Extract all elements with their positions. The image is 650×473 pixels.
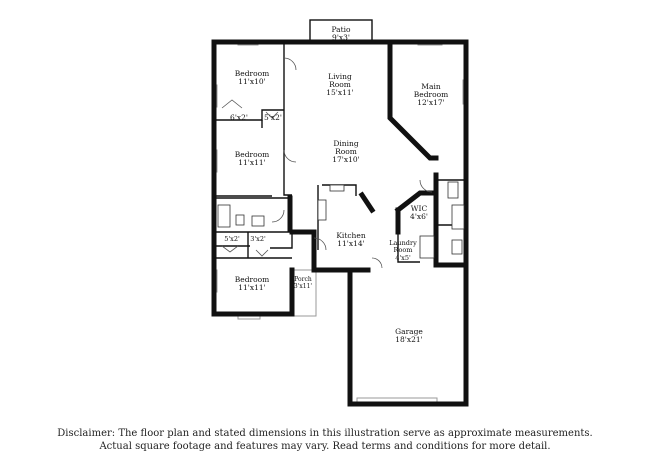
label-laundry-1: Laundry: [389, 239, 417, 247]
dim-wic: 4'x6': [410, 212, 428, 221]
label-dining-1: Dining: [333, 139, 358, 148]
label-garage: Garage: [395, 327, 423, 336]
dim-garage: 18'x21': [395, 335, 422, 344]
label-laundry-2: Room: [394, 246, 413, 254]
label-dining-2: Room: [335, 147, 357, 156]
label-kitchen: Kitchen: [336, 231, 365, 240]
interior-walls: [214, 39, 466, 273]
label-main-1: Main: [421, 82, 441, 91]
label-patio: Patio: [331, 25, 351, 34]
bath-fixtures: [217, 181, 465, 259]
dim-bedroom3: 11'x11': [238, 283, 265, 292]
dim-closet4: 3'x2': [250, 235, 266, 243]
dim-bedroom1: 11'x10': [238, 77, 265, 86]
bath2-tub: [451, 204, 465, 230]
disclaimer-line-1: Disclaimer: The floor plan and stated di…: [57, 428, 593, 439]
kitchen-counters: [317, 184, 357, 250]
label-porch: Porch: [294, 276, 312, 283]
disclaimer-line-2: Actual square footage and features may v…: [99, 441, 551, 452]
room-labels: Patio 9'x3' Living Room 15'x11' Bedroom …: [224, 25, 448, 344]
dim-laundry: 4'x5': [395, 254, 411, 262]
dim-kitchen: 11'x14': [337, 239, 364, 248]
dim-closet2: 5'x2': [264, 113, 282, 122]
label-wic: WIC: [411, 204, 428, 213]
dim-living: 15'x11': [326, 88, 353, 97]
dim-closet1: 6'x2': [230, 113, 248, 122]
shower: [419, 235, 435, 259]
label-living-1: Living: [328, 72, 352, 81]
dim-closet3: 5'x2': [224, 235, 240, 243]
dim-dining: 17'x10': [332, 155, 359, 164]
dim-bedroom2: 11'x11': [238, 158, 265, 167]
bath1-toilet: [235, 214, 245, 226]
label-bedroom2: Bedroom: [235, 150, 269, 159]
exterior-walls: [211, 39, 469, 407]
label-main-2: Bedroom: [414, 90, 448, 99]
dim-patio: 9'x3': [332, 33, 350, 42]
bath1-tub: [217, 204, 231, 228]
label-bedroom3: Bedroom: [235, 275, 269, 284]
bath2-toilet: [451, 239, 463, 255]
door-swings: [221, 57, 433, 269]
label-living-2: Room: [329, 80, 351, 89]
dim-main: 12'x17': [417, 98, 444, 107]
bath1-sink: [251, 215, 265, 227]
bath2-sink: [447, 181, 459, 199]
stove: [317, 199, 327, 221]
kitchen-sink: [329, 184, 345, 192]
dim-porch: 3'x11': [294, 283, 312, 290]
label-bedroom1: Bedroom: [235, 69, 269, 78]
